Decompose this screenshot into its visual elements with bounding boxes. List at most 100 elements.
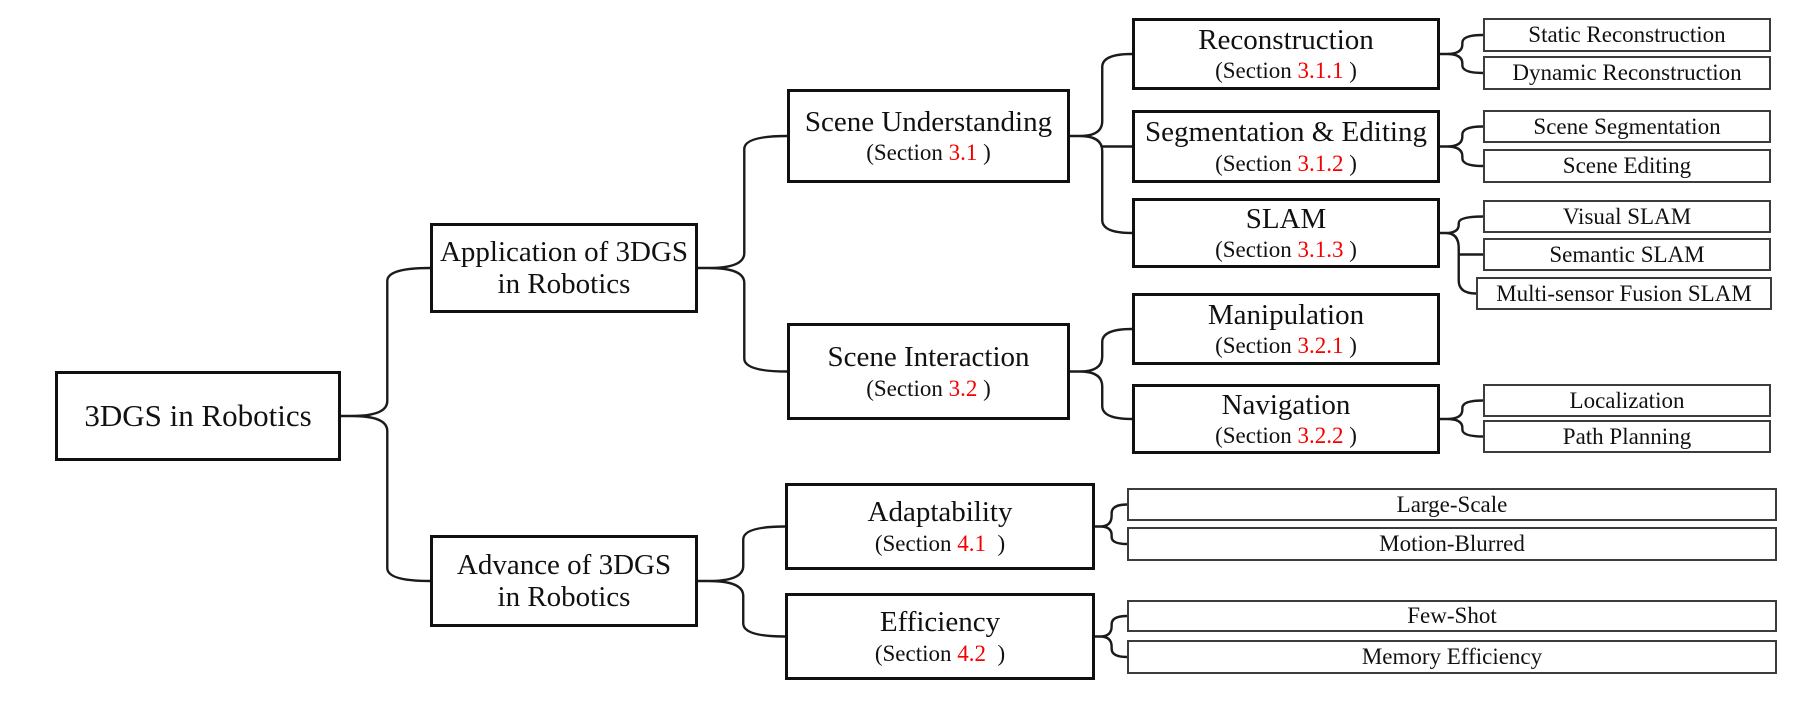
few-shot-node: Few-Shot [1127,600,1777,632]
section-number: 3.1.3 [1297,237,1344,263]
section-prefix: (Section [1215,150,1298,176]
section-prefix: (Section [1215,423,1298,449]
brace-advance [696,525,787,638]
navigation-section-label: (Section 3.2.2 ) [1215,423,1357,449]
brace-adaptability [1093,503,1129,546]
section-suffix: ) [985,530,1006,556]
root-label: 3DGS in Robotics [84,397,312,433]
static-reconstruction-label: Static Reconstruction [1528,22,1726,48]
section-number: 3.2.1 [1297,333,1344,359]
section-number: 3.1.1 [1297,58,1344,84]
brace-navigation [1438,399,1485,438]
path-planning-label: Path Planning [1562,423,1692,449]
scene-interaction-node: Scene Interaction(Section 3.2 ) [787,323,1070,420]
dynamic-reconstruction-label: Dynamic Reconstruction [1512,60,1742,86]
section-suffix: ) [1343,58,1357,84]
brace-slam [1438,215,1485,295]
efficiency-section-label: (Section 4.2 ) [875,641,1005,667]
memory-efficiency-label: Memory Efficiency [1361,644,1543,670]
scene-segmentation-node: Scene Segmentation [1483,110,1771,143]
visual-slam-node: Visual SLAM [1483,200,1771,233]
manipulation-section-label: (Section 3.2.1 ) [1215,333,1357,359]
section-suffix: ) [977,375,991,401]
scene-segmentation-label: Scene Segmentation [1533,113,1721,139]
few-shot-label: Few-Shot [1407,603,1497,629]
navigation-label: Navigation [1221,388,1351,421]
section-number: 4.1 [957,530,986,556]
advance-label: in Robotics [497,581,631,613]
segmentation-editing-node: Segmentation & Editing(Section 3.1.2 ) [1132,110,1440,183]
section-number: 3.1 [948,140,978,166]
segmentation-editing-label: Segmentation & Editing [1145,116,1427,149]
brace-reconstruction [1438,33,1485,75]
memory-efficiency-node: Memory Efficiency [1127,640,1777,674]
efficiency-label: Efficiency [879,606,1001,639]
section-suffix: ) [1343,237,1357,263]
section-prefix: (Section [1215,333,1298,359]
multi-sensor-fusion-slam-label: Multi-sensor Fusion SLAM [1496,280,1752,306]
section-suffix: ) [977,140,991,166]
dynamic-reconstruction-node: Dynamic Reconstruction [1483,56,1771,90]
slam-label: SLAM [1245,202,1327,235]
scene-interaction-section-label: (Section 3.2 ) [866,376,991,402]
segmentation-editing-section-label: (Section 3.1.2 ) [1215,151,1357,177]
section-number: 3.2.2 [1297,423,1344,449]
adaptability-node: Adaptability(Section 4.1 ) [785,483,1095,570]
brace-segmentation-editing [1438,125,1485,168]
visual-slam-label: Visual SLAM [1562,203,1692,229]
scene-understanding-section-label: (Section 3.1 ) [866,140,991,166]
semantic-slam-node: Semantic SLAM [1483,238,1771,271]
section-suffix: ) [1343,333,1357,359]
scene-understanding-label: Scene Understanding [804,105,1053,138]
brace-application [696,134,789,373]
application-label: in Robotics [497,268,631,300]
advance-label: Advance of 3DGS [456,548,672,581]
section-prefix: (Section [866,375,949,401]
multi-sensor-fusion-slam-node: Multi-sensor Fusion SLAM [1476,277,1772,310]
adaptability-section-label: (Section 4.1 ) [875,531,1005,557]
brace-root [339,266,432,583]
navigation-node: Navigation(Section 3.2.2 ) [1132,384,1440,454]
section-suffix: ) [985,640,1006,666]
section-suffix: ) [1343,423,1357,449]
semantic-slam-label: Semantic SLAM [1549,241,1705,267]
section-number: 3.2 [948,375,978,401]
section-number: 3.1.2 [1297,150,1344,176]
root-node: 3DGS in Robotics [55,371,341,461]
scene-editing-node: Scene Editing [1483,149,1771,183]
motion-blurred-label: Motion-Blurred [1379,531,1525,557]
adaptability-label: Adaptability [867,496,1013,529]
brace-scene-interaction [1068,327,1134,421]
reconstruction-section-label: (Section 3.1.1 ) [1215,58,1357,84]
motion-blurred-node: Motion-Blurred [1127,527,1777,561]
scene-editing-label: Scene Editing [1562,153,1692,179]
large-scale-node: Large-Scale [1127,488,1777,521]
reconstruction-node: Reconstruction(Section 3.1.1 ) [1132,18,1440,90]
localization-node: Localization [1483,384,1771,417]
scene-interaction-label: Scene Interaction [827,341,1030,374]
section-prefix: (Section [1215,237,1298,263]
path-planning-node: Path Planning [1483,420,1771,453]
application-label: Application of 3DGS [439,235,689,268]
brace-scene-understanding [1068,52,1134,235]
slam-node: SLAM(Section 3.1.3 ) [1132,198,1440,268]
section-prefix: (Section [866,140,949,166]
manipulation-label: Manipulation [1207,298,1365,331]
slam-section-label: (Section 3.1.3 ) [1215,237,1357,263]
manipulation-node: Manipulation(Section 3.2.1 ) [1132,293,1440,365]
static-reconstruction-node: Static Reconstruction [1483,18,1771,52]
reconstruction-label: Reconstruction [1198,23,1374,56]
large-scale-label: Large-Scale [1396,491,1508,517]
efficiency-node: Efficiency(Section 4.2 ) [785,593,1095,680]
section-prefix: (Section [874,530,958,556]
section-number: 4.2 [957,640,986,666]
section-prefix: (Section [1215,58,1298,84]
scene-understanding-node: Scene Understanding(Section 3.1 ) [787,89,1070,183]
section-prefix: (Section [874,640,958,666]
section-suffix: ) [1343,150,1357,176]
localization-label: Localization [1569,387,1685,413]
